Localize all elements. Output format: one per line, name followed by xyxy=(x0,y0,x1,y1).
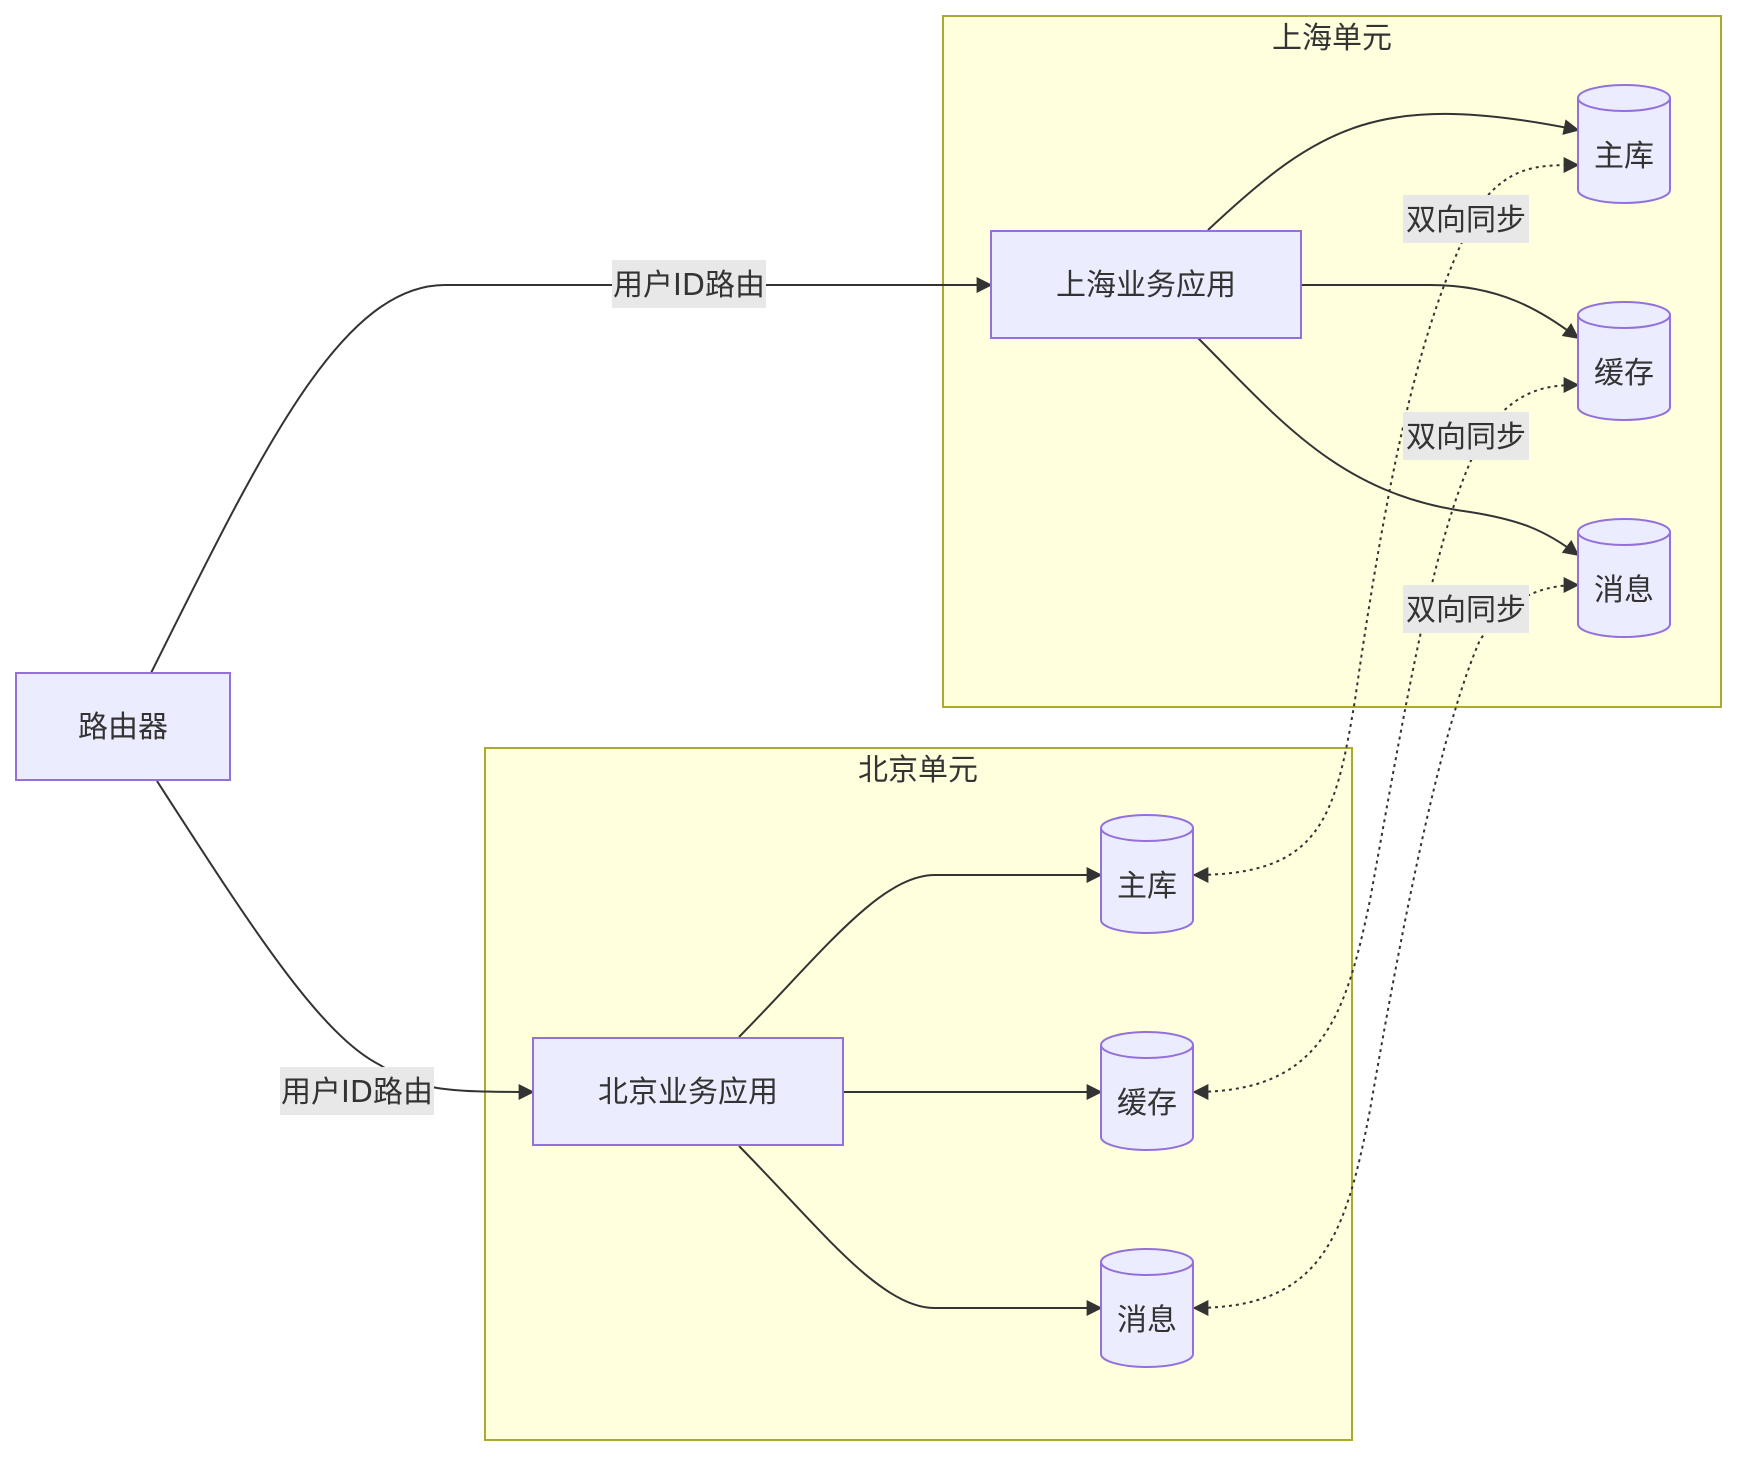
shanghai-db-node: 主库 xyxy=(1577,84,1671,204)
beijing-cluster-title: 北京单元 xyxy=(858,753,978,788)
shanghai-app-node: 上海业务应用 xyxy=(990,230,1302,339)
edge-label-route-sh-text: 用户ID路由 xyxy=(613,268,765,303)
beijing-cache-node-shape xyxy=(1100,1031,1194,1151)
edge-label-sync-mq-text: 双向同步 xyxy=(1406,593,1526,628)
edge-label-route-bj-text: 用户ID路由 xyxy=(281,1075,433,1110)
edge-label-sync-cache-text: 双向同步 xyxy=(1406,420,1526,455)
shanghai-cluster-title: 上海单元 xyxy=(1272,21,1392,56)
shanghai-cache-node-lid xyxy=(1577,314,1671,329)
shanghai-app-node-label: 上海业务应用 xyxy=(1056,268,1236,303)
shanghai-db-node-shape xyxy=(1577,84,1671,204)
shanghai-mq-node: 消息 xyxy=(1577,518,1671,638)
beijing-mq-node-label: 消息 xyxy=(1117,1303,1177,1338)
beijing-app-node: 北京业务应用 xyxy=(532,1037,844,1146)
edge-bj-app-to-db xyxy=(738,867,1103,1038)
edges-sync xyxy=(1192,157,1580,1316)
beijing-cache-node: 缓存 xyxy=(1100,1031,1194,1151)
shanghai-mq-node-shape xyxy=(1577,518,1671,638)
shanghai-cache-node-label: 缓存 xyxy=(1594,356,1654,391)
shanghai-mq-node-lid xyxy=(1577,531,1671,546)
edge-router-to-shanghai-app xyxy=(150,277,993,674)
edge-label-route-sh: 用户ID路由 xyxy=(612,260,766,308)
beijing-cache-node-label: 缓存 xyxy=(1117,1086,1177,1121)
beijing-cache-node-lid xyxy=(1100,1044,1194,1059)
edge-bj-app-to-mq xyxy=(738,1145,1103,1316)
beijing-app-node-label: 北京业务应用 xyxy=(598,1075,778,1110)
beijing-mq-node: 消息 xyxy=(1100,1248,1194,1368)
beijing-db-node-label: 主库 xyxy=(1117,869,1177,904)
edge-router-to-beijing-app xyxy=(156,780,535,1100)
beijing-db-node-shape xyxy=(1100,814,1194,934)
edge-sync-mq xyxy=(1192,577,1580,1316)
router-node: 路由器 xyxy=(15,672,231,781)
router-node-label: 路由器 xyxy=(78,710,168,745)
shanghai-db-node-label: 主库 xyxy=(1594,139,1654,174)
beijing-db-node: 主库 xyxy=(1100,814,1194,934)
shanghai-mq-node-label: 消息 xyxy=(1594,573,1654,608)
shanghai-cache-node-shape xyxy=(1577,301,1671,421)
beijing-mq-node-shape xyxy=(1100,1248,1194,1368)
edge-label-sync-db-text: 双向同步 xyxy=(1406,203,1526,238)
edge-label-sync-db: 双向同步 xyxy=(1403,195,1529,243)
beijing-mq-node-lid xyxy=(1100,1261,1194,1276)
edge-label-sync-cache: 双向同步 xyxy=(1403,412,1529,460)
edge-label-sync-mq: 双向同步 xyxy=(1403,585,1529,633)
shanghai-cache-node: 缓存 xyxy=(1577,301,1671,421)
beijing-db-node-lid xyxy=(1100,827,1194,842)
shanghai-db-node-lid xyxy=(1577,97,1671,112)
edge-label-route-bj: 用户ID路由 xyxy=(280,1067,434,1115)
